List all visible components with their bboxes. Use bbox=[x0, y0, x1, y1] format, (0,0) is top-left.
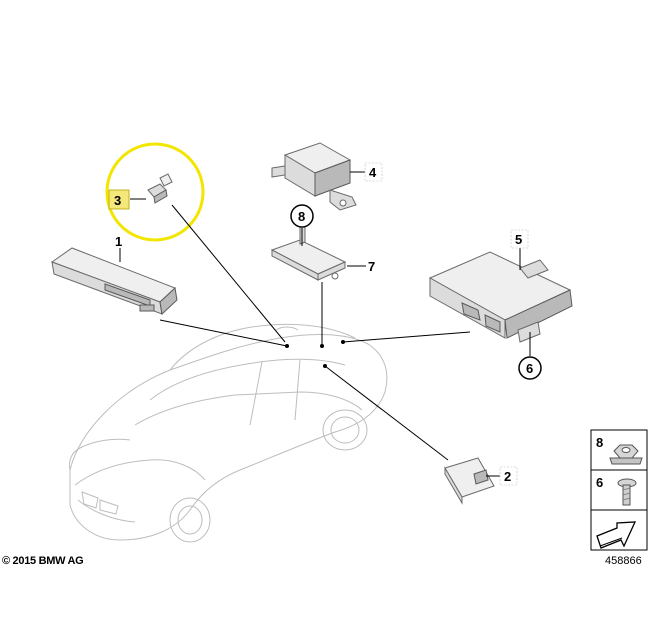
callout-3-label: 3 bbox=[114, 193, 121, 208]
legend-screw: 6 bbox=[596, 475, 637, 506]
callout-5-label: 5 bbox=[515, 232, 522, 247]
callout-1: 1 bbox=[115, 234, 122, 249]
direction-arrow-icon bbox=[596, 521, 637, 549]
callout-3: 3 bbox=[108, 189, 130, 210]
callout-2: 2 bbox=[499, 466, 518, 486]
callout-6: 6 bbox=[518, 356, 542, 380]
part-5-large-unit bbox=[428, 251, 573, 343]
part-3-sensor bbox=[105, 142, 205, 242]
callout-8: 8 bbox=[290, 204, 314, 228]
legend-item-8-label: 8 bbox=[596, 435, 603, 450]
legend-arrow bbox=[596, 521, 637, 549]
hardware-legend: 8 6 bbox=[590, 429, 648, 551]
part-4-control-box bbox=[271, 142, 357, 211]
callout-5: 5 bbox=[510, 229, 529, 249]
callout-4-label: 4 bbox=[369, 165, 377, 180]
callout-1-label: 1 bbox=[115, 234, 122, 249]
part-1-module bbox=[50, 247, 178, 316]
car-outline bbox=[69, 323, 388, 543]
part-7-bracket bbox=[270, 223, 347, 281]
callout-4: 4 bbox=[364, 162, 383, 182]
callout-8-label: 8 bbox=[298, 209, 305, 224]
copyright-text: © 2015 BMW AG bbox=[2, 555, 84, 567]
legend-nut: 8 bbox=[596, 435, 643, 465]
callout-7: 7 bbox=[368, 259, 375, 274]
document-number: 458866 bbox=[605, 555, 642, 567]
callout-3-highlight-box bbox=[108, 189, 130, 210]
callout-7-label: 7 bbox=[368, 259, 375, 274]
leader-lines bbox=[119, 171, 531, 477]
callout-2-label: 2 bbox=[504, 469, 511, 484]
part-2-plate bbox=[444, 457, 495, 505]
callout-6-label: 6 bbox=[526, 361, 533, 376]
highlight-circle bbox=[105, 142, 205, 242]
legend-item-6-label: 6 bbox=[596, 475, 603, 490]
